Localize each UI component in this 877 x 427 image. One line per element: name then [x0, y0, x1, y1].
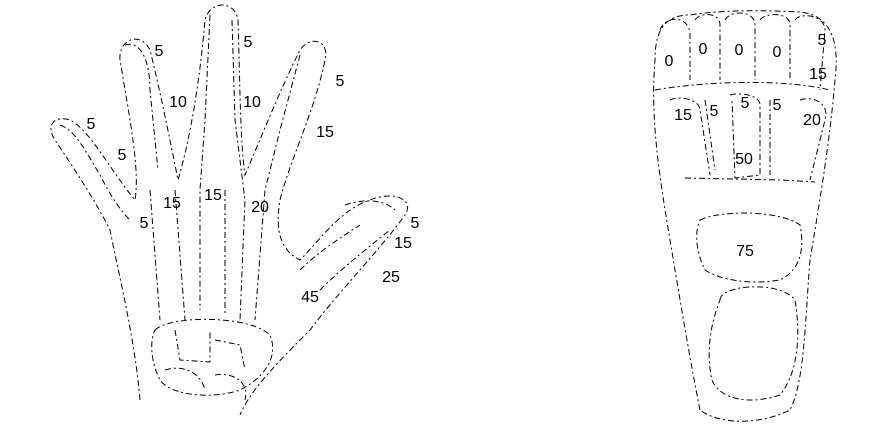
hand-label: 45: [301, 289, 319, 306]
foot-label: 0: [734, 42, 744, 59]
hand-label: 5: [154, 43, 164, 60]
foot-label: 50: [735, 151, 753, 168]
foot-label: 15: [674, 107, 692, 124]
hand-label: 5: [410, 215, 420, 232]
foot-label: 15: [809, 66, 827, 83]
foot-label: 20: [803, 112, 821, 129]
foot-label: 5: [740, 95, 750, 112]
hand-label: 5: [86, 116, 96, 133]
foot-label: 0: [664, 53, 674, 70]
hand-label: 10: [169, 94, 187, 111]
hand-label: 15: [163, 195, 181, 212]
hand-label: 5: [335, 73, 345, 90]
hand-label: 5: [139, 215, 149, 232]
foot-label: 75: [736, 243, 754, 260]
hand-outline: [50, 4, 408, 416]
hand-label: 15: [204, 187, 222, 204]
hand-label: 15: [316, 124, 334, 141]
hand-label: 10: [243, 94, 261, 111]
foot-outline: [653, 10, 837, 422]
foot-label: 5: [817, 32, 827, 49]
foot-label: 5: [772, 97, 782, 114]
hand-label: 5: [243, 34, 253, 51]
hand-label: 25: [382, 269, 400, 286]
hand-label: 5: [117, 147, 127, 164]
foot-label: 5: [709, 103, 719, 120]
foot-label: 0: [698, 41, 708, 58]
hand-label: 15: [394, 235, 412, 252]
foot-label: 0: [772, 44, 782, 61]
hand-label: 20: [251, 199, 269, 216]
